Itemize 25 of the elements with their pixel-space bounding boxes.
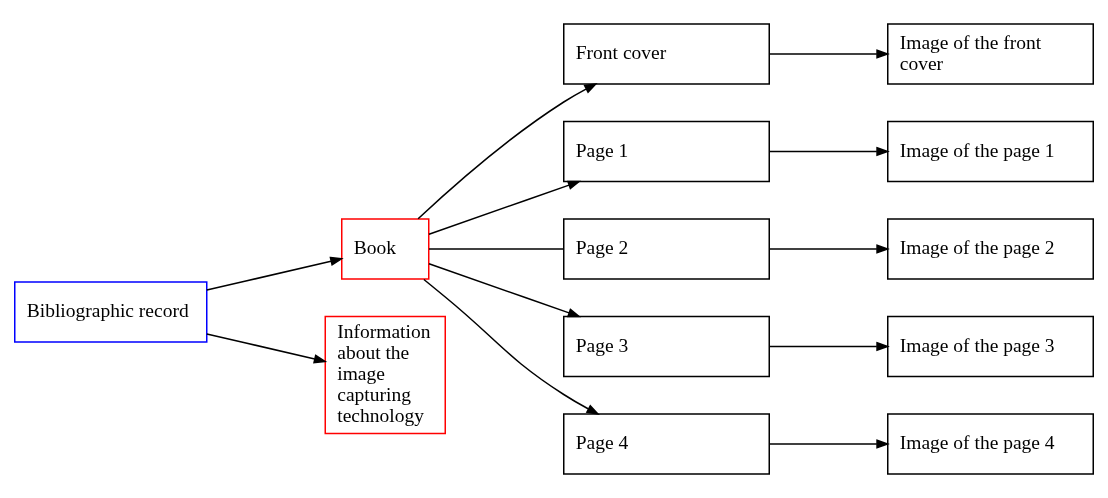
node-box: Image of the page 3 xyxy=(887,315,1094,378)
node-box: Information about the image capturing technology xyxy=(324,315,446,435)
node-box: Page 3 xyxy=(563,315,770,378)
arrow xyxy=(768,439,890,449)
node-box: Book xyxy=(341,218,430,280)
node-box: Image of the page 4 xyxy=(887,413,1094,475)
node-box: Front cover xyxy=(563,23,770,85)
connector xyxy=(428,248,565,250)
node-box: Image of the front cover xyxy=(887,23,1094,85)
arrow xyxy=(423,278,600,415)
node-box: Page 2 xyxy=(563,218,770,280)
node-box: Image of the page 1 xyxy=(887,120,1094,183)
arrow xyxy=(428,180,582,235)
node-box: Page 1 xyxy=(563,120,770,183)
arrow xyxy=(417,82,598,220)
node-box: Image of the page 2 xyxy=(887,218,1094,280)
node-box: Bibliographic record xyxy=(14,281,208,343)
arrow xyxy=(428,263,582,318)
arrow xyxy=(768,49,890,59)
arrow xyxy=(768,244,890,254)
arrow xyxy=(768,146,890,157)
arrow xyxy=(206,333,328,364)
arrow xyxy=(768,341,890,352)
arrow xyxy=(206,256,344,291)
node-box: Page 4 xyxy=(563,413,770,475)
